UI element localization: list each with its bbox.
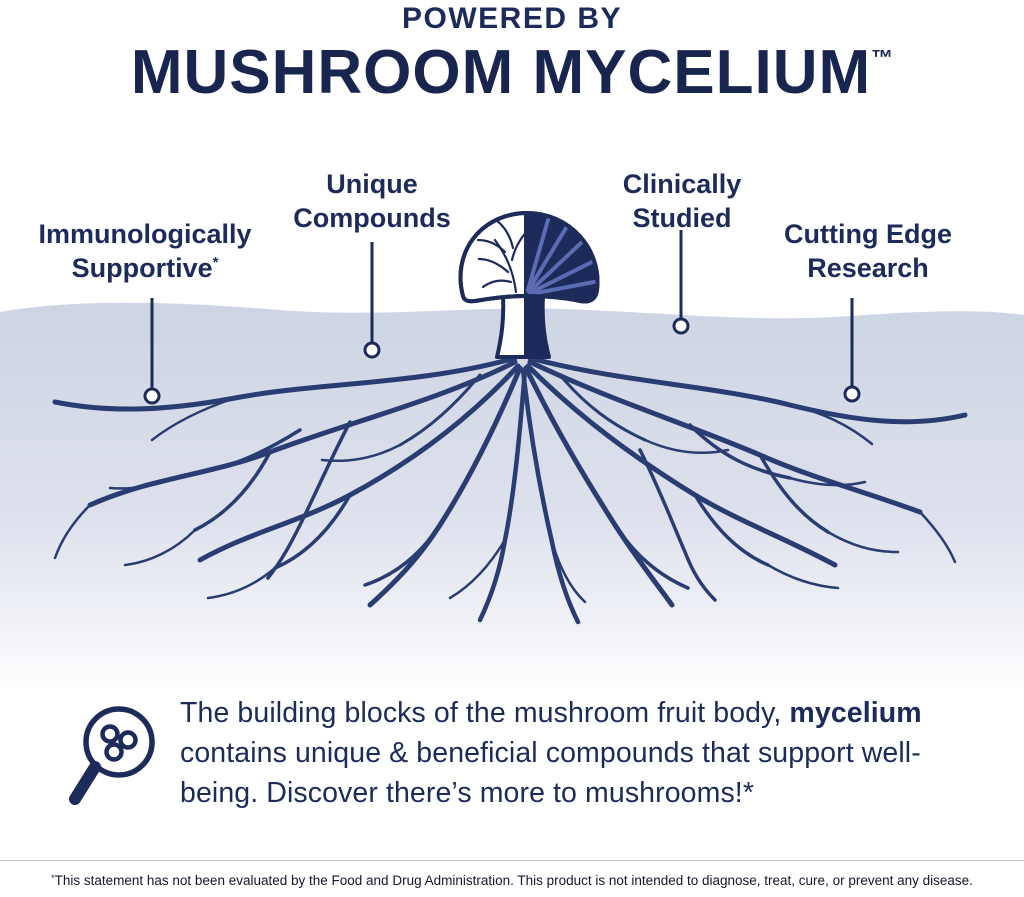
callout-line: Cutting Edge	[784, 219, 952, 249]
disclaimer-asterisk: *	[51, 873, 55, 883]
callout-line: Clinically	[622, 169, 742, 199]
mushroom-figure	[458, 210, 600, 359]
title-text: MUSHROOM MYCELIUM	[130, 38, 872, 107]
kicker-text: POWERED BY	[401, 2, 623, 35]
disclaimer-text: This statement has not been evaluated by…	[54, 873, 973, 888]
body-bold-word: mycelium	[789, 697, 922, 729]
mycelium-roots	[52, 355, 968, 625]
callout-line: Supportive*	[71, 252, 219, 283]
callout-line: Compounds	[293, 202, 451, 233]
callout-line: Research	[807, 252, 929, 283]
body-section: The building blocks of the mushroom frui…	[62, 694, 978, 823]
callout-clinically-studied: Clinically Studied	[582, 168, 782, 236]
mushroom-mycelium-drawing	[0, 210, 1024, 690]
callout-line: Studied	[632, 202, 732, 233]
asterisk-mark: *	[212, 254, 219, 271]
header: POWERED BY MUSHROOM MYCELIUM™	[0, 0, 1024, 104]
callout-immunologically-supportive: Immunologically Supportive*	[20, 218, 270, 286]
trademark-symbol: ™	[871, 45, 894, 70]
callout-line: Unique	[326, 169, 418, 199]
callout-leader-lines	[143, 230, 861, 405]
body-copy: The building blocks of the mushroom frui…	[180, 694, 978, 814]
mycelium-illustration: Immunologically Supportive* Unique Compo…	[0, 160, 1024, 690]
footer-divider	[0, 860, 1024, 861]
page-title: MUSHROOM MYCELIUM™	[0, 42, 1024, 104]
callout-cutting-edge-research: Cutting Edge Research	[758, 218, 978, 286]
fda-disclaimer: *This statement has not been evaluated b…	[20, 873, 1004, 888]
callout-line: Immunologically	[38, 219, 252, 249]
callout-unique-compounds: Unique Compounds	[272, 168, 472, 236]
body-text-after: contains unique & beneficial compounds t…	[180, 736, 921, 809]
body-text-before: The building blocks of the mushroom frui…	[180, 697, 790, 729]
magnifier-molecule-icon	[62, 694, 162, 823]
